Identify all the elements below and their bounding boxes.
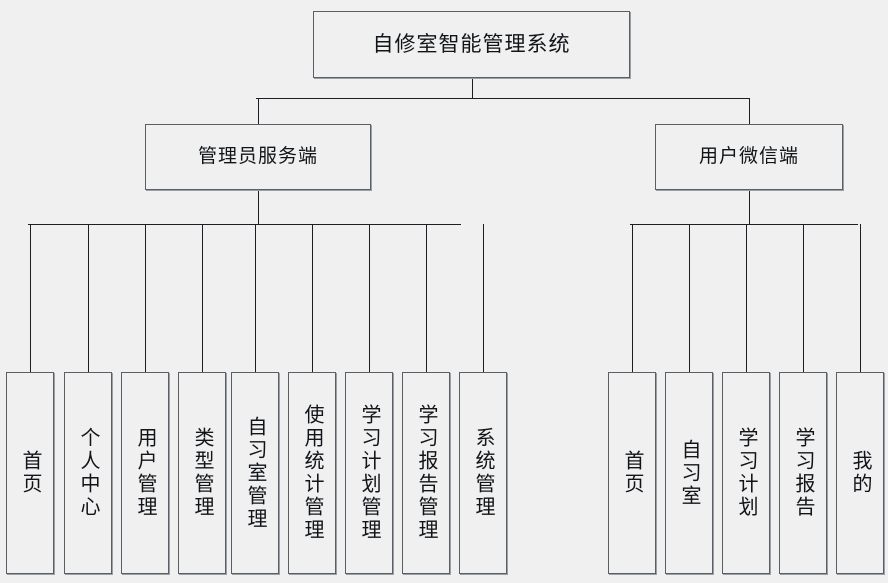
leaf-node-0-5[interactable]: 使用统计管理 (288, 372, 336, 574)
leaf-node-1-4-label: 我的 (849, 450, 871, 496)
leaf-0-3-stem (202, 224, 203, 372)
leaf-node-0-3[interactable]: 类型管理 (178, 372, 226, 574)
leaf-1-4-stem (860, 224, 861, 372)
root-bus (256, 98, 750, 99)
leaf-node-0-5-label: 使用统计管理 (301, 404, 323, 542)
root-stem (472, 78, 473, 98)
leaf-0-2-stem (145, 224, 146, 372)
leaf-node-1-1[interactable]: 自习室 (665, 372, 713, 574)
leaf-1-0-stem (632, 224, 633, 372)
branch-0-drop (258, 190, 259, 224)
leaf-0-0-stem (30, 224, 31, 372)
leaf-node-1-2-label: 学习计划 (735, 427, 757, 519)
leaf-node-0-3-label: 类型管理 (191, 427, 213, 519)
leaf-1-2-stem (746, 224, 747, 372)
leaf-node-0-1-label: 个人中心 (77, 427, 99, 519)
branch-node-0[interactable]: 管理员服务端 (145, 124, 371, 190)
branch-node-0-label: 管理员服务端 (197, 146, 318, 168)
branch-1-stem (749, 98, 750, 124)
branch-1-bus (630, 224, 858, 225)
leaf-node-0-0-label: 首页 (19, 450, 41, 496)
branch-node-1-label: 用户微信端 (698, 146, 799, 168)
leaf-node-0-2-label: 用户管理 (134, 427, 156, 519)
leaf-node-0-4-label: 自习室管理 (244, 415, 266, 531)
leaf-1-3-stem (803, 224, 804, 372)
branch-0-stem (258, 98, 259, 124)
leaf-node-0-7-label: 学习报告管理 (415, 404, 437, 542)
leaf-node-1-3-label: 学习报告 (792, 427, 814, 519)
branch-node-1[interactable]: 用户微信端 (655, 124, 843, 190)
leaf-0-6-stem (369, 224, 370, 372)
leaf-0-5-stem (312, 224, 313, 372)
leaf-node-0-0[interactable]: 首页 (6, 372, 54, 574)
leaf-node-1-0-label: 首页 (621, 450, 643, 496)
leaf-1-1-stem (689, 224, 690, 372)
leaf-node-0-8[interactable]: 系统管理 (459, 372, 507, 574)
leaf-0-1-stem (88, 224, 89, 372)
root-node-label: 自修室智能管理系统 (372, 31, 571, 56)
leaf-node-1-1-label: 自习室 (678, 438, 700, 508)
leaf-node-1-3[interactable]: 学习报告 (779, 372, 827, 574)
leaf-node-0-2[interactable]: 用户管理 (121, 372, 169, 574)
leaf-node-0-1[interactable]: 个人中心 (64, 372, 112, 574)
leaf-0-8-stem (483, 224, 484, 372)
leaf-node-0-6-label: 学习计划管理 (358, 404, 380, 542)
leaf-node-0-4[interactable]: 自习室管理 (231, 372, 279, 574)
leaf-node-0-7[interactable]: 学习报告管理 (402, 372, 450, 574)
leaf-node-0-6[interactable]: 学习计划管理 (345, 372, 393, 574)
root-node[interactable]: 自修室智能管理系统 (313, 11, 630, 78)
leaf-0-7-stem (426, 224, 427, 372)
leaf-node-1-4[interactable]: 我的 (836, 372, 884, 574)
leaf-node-1-0[interactable]: 首页 (608, 372, 656, 574)
branch-1-drop (749, 190, 750, 224)
branch-0-bus (28, 224, 461, 225)
leaf-node-0-8-label: 系统管理 (472, 427, 494, 519)
leaf-0-4-stem (255, 224, 256, 372)
leaf-node-1-2[interactable]: 学习计划 (722, 372, 770, 574)
